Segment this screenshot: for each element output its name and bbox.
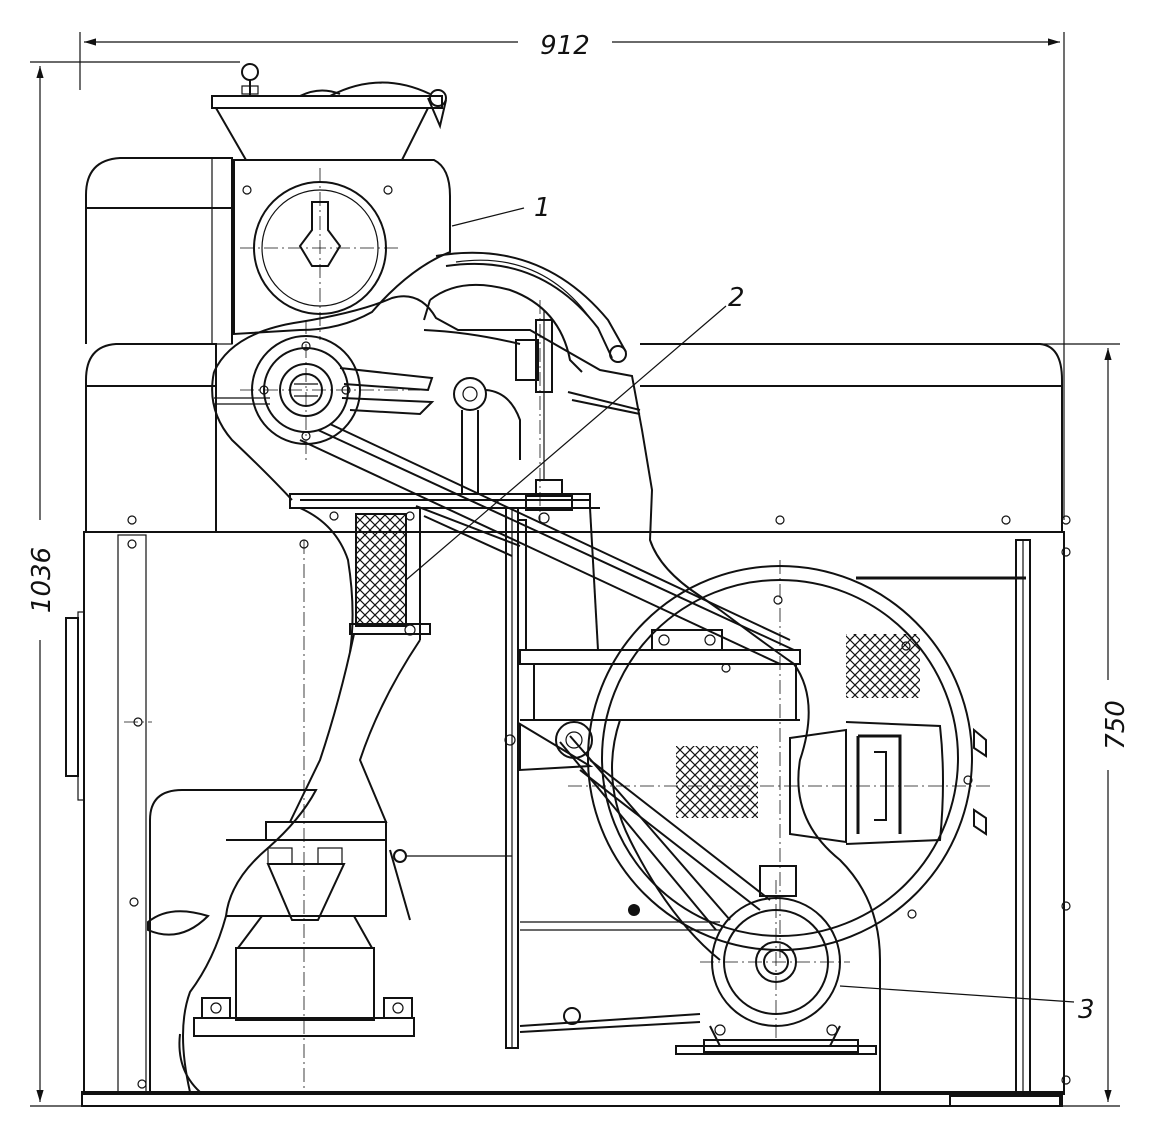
crusher-body: [211, 295, 721, 653]
partition-wall: [505, 507, 527, 1049]
dimension-height-right: 750: [1040, 343, 1131, 1107]
rod-mechanism: [515, 310, 641, 524]
lower-casting: [147, 789, 415, 1093]
drive-belt: [299, 423, 795, 665]
upper-pulley: [214, 320, 521, 494]
hopper: [211, 63, 447, 161]
dimension-width-label: 912: [540, 31, 590, 61]
filter-column: [329, 505, 521, 636]
motor-pulley: [700, 865, 859, 1053]
axis-lines: [303, 300, 541, 1092]
upper-casing: [233, 159, 451, 340]
callout-3-label: 3: [1078, 995, 1095, 1025]
lower-belts: [559, 735, 771, 931]
dimension-width: 912: [79, 31, 1065, 520]
callout-3: 3: [839, 985, 1095, 1025]
callout-2-label: 2: [728, 283, 745, 313]
dimension-height-total-label: 1036: [27, 547, 57, 613]
flywheel: [568, 560, 990, 1092]
tie-rod: [519, 921, 877, 1055]
callout-1: 1: [451, 193, 551, 227]
bearing-housing: [789, 721, 944, 845]
dimension-height-right-label: 750: [1101, 700, 1131, 750]
callout-2: 2: [405, 283, 745, 581]
dimension-height-total: 1036: [27, 61, 240, 1107]
callout-1-label: 1: [534, 193, 551, 223]
fastener-dots: [124, 515, 1071, 1089]
feeder-chute: [423, 251, 627, 373]
machine-housing: [65, 157, 1065, 1107]
bolt-group-left: [201, 997, 413, 1019]
lower-funnel: [226, 633, 512, 921]
